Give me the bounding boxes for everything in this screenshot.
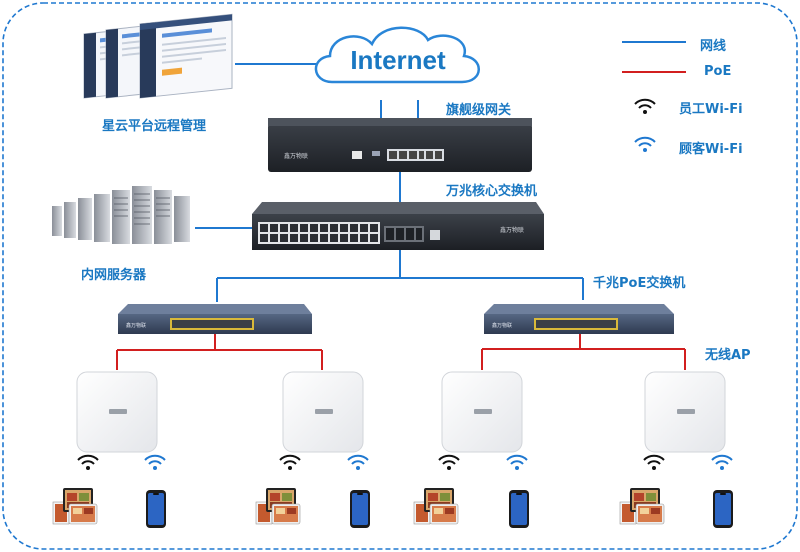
poe-switch-label: 千兆PoE交换机 <box>593 276 686 291</box>
access-point-2 <box>282 371 364 453</box>
legend <box>622 41 686 152</box>
gateway-label: 旗舰级网关 <box>446 103 512 118</box>
access-point-3 <box>441 371 523 453</box>
phone-device-4 <box>713 490 733 528</box>
internet-cloud: Internet <box>314 26 480 84</box>
legend-poe-label: PoE <box>704 64 732 79</box>
servers-label: 内网服务器 <box>81 268 147 283</box>
gateway-device: 鑫万物联 <box>268 118 532 172</box>
tablet-devices-3 <box>413 487 459 525</box>
server-rack <box>52 186 190 244</box>
gateway-brand: 鑫万物联 <box>284 152 308 160</box>
core-switch-device: 鑫万物联 <box>252 202 544 250</box>
core-switch-label: 万兆核心交换机 <box>446 184 538 199</box>
access-point-4 <box>644 371 726 453</box>
cloud-platform-screens <box>83 13 233 99</box>
legend-guest-wifi-icon <box>634 136 656 152</box>
core-switch-ports <box>260 224 378 242</box>
wifi-icons <box>77 454 733 470</box>
legend-staff-wifi-icon <box>634 98 656 114</box>
staff-wifi-icon <box>279 454 301 470</box>
legend-guest-wifi-label: 顾客Wi-Fi <box>679 142 743 157</box>
tablet-devices-1 <box>52 487 98 525</box>
poe-switch-left-brand: 鑫万物联 <box>126 322 146 329</box>
guest-wifi-icon <box>506 454 528 470</box>
staff-wifi-icon <box>77 454 99 470</box>
cloud-platform-label: 星云平台远程管理 <box>102 119 207 134</box>
ap-label: 无线AP <box>705 348 751 363</box>
access-point-1 <box>76 371 158 453</box>
tablet-devices-4 <box>619 487 665 525</box>
poe-switch-right-brand: 鑫万物联 <box>492 322 512 329</box>
guest-wifi-icon <box>711 454 733 470</box>
legend-staff-wifi-label: 员工Wi-Fi <box>679 102 743 117</box>
guest-wifi-icon <box>144 454 166 470</box>
guest-wifi-icon <box>347 454 369 470</box>
core-switch-brand: 鑫万物联 <box>500 226 524 234</box>
phone-device-3 <box>509 490 529 528</box>
poe-switch-left: 鑫万物联 <box>118 304 312 334</box>
phone-device-2 <box>350 490 370 528</box>
staff-wifi-icon <box>438 454 460 470</box>
poe-switch-right: 鑫万物联 <box>484 304 674 334</box>
staff-wifi-icon <box>643 454 665 470</box>
internet-label: Internet <box>350 45 446 75</box>
phone-device-1 <box>146 490 166 528</box>
poe-cables <box>116 334 686 370</box>
legend-network-label: 网线 <box>700 39 727 54</box>
network-cables <box>195 63 584 302</box>
tablet-devices-2 <box>255 487 301 525</box>
